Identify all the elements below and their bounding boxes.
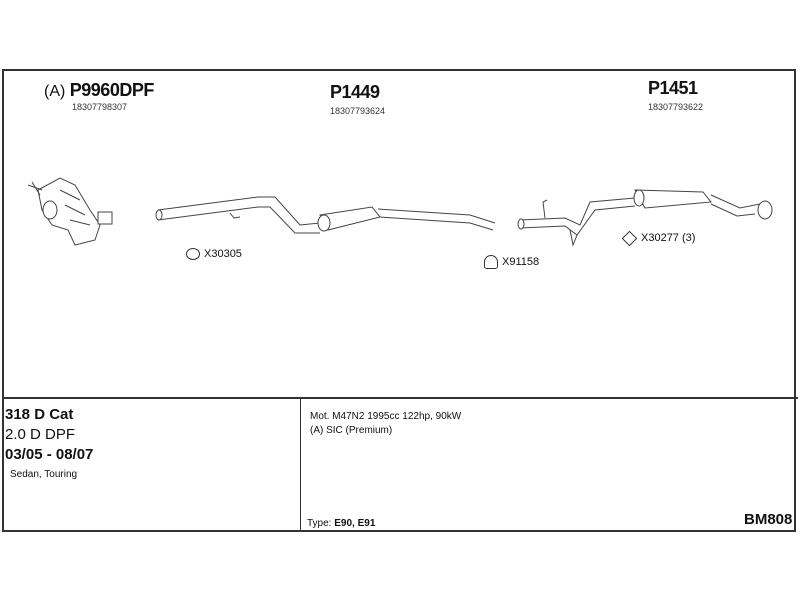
accessory-code: X30277 (3): [641, 232, 696, 244]
vehicle-years: 03/05 - 08/07: [5, 446, 94, 463]
vehicle-model: 318 D Cat: [5, 406, 74, 423]
part-label-dpf: (A) P9960DPF: [44, 80, 154, 101]
accessory-x91158: X91158: [484, 255, 539, 269]
vehicle-body: Sedan, Touring: [10, 469, 78, 480]
type-label: Type:: [307, 518, 332, 529]
type-value: E90, E91: [334, 518, 376, 529]
accessory-x30277: X30277 (3): [621, 230, 696, 246]
oe-number: 18307793622: [648, 102, 704, 112]
part-prefix: (A): [44, 83, 66, 100]
diagram-frame: [2, 69, 796, 532]
accessory-x30305: X30305: [186, 248, 242, 261]
part-number: P9960DPF: [69, 80, 155, 100]
vehicle-engine: 2.0 D DPF: [5, 426, 76, 443]
rubber-mount-icon: [621, 230, 638, 246]
divider: [2, 397, 798, 399]
accessory-code: X30305: [204, 248, 242, 260]
divider: [300, 398, 301, 532]
kit-code: BM808: [744, 511, 793, 528]
dpf-filter-drawing: [27, 177, 113, 246]
front-pipe-drawing: [155, 196, 496, 234]
type-line: Type: E90, E91: [307, 518, 375, 529]
accessory-code: X91158: [502, 255, 540, 268]
oe-number: 18307798307: [72, 102, 128, 112]
gasket-icon: [186, 248, 200, 261]
oe-number: 18307793624: [330, 106, 386, 116]
remark-note: (A) SIC (Premium): [310, 425, 393, 436]
motor-note: Mot. M47N2 1995cc 122hp, 90kW: [310, 411, 462, 422]
clamp-icon: [484, 255, 498, 269]
part-number: P1449: [330, 82, 380, 102]
rear-silencer-drawing: [517, 189, 773, 247]
part-number: P1451: [648, 78, 698, 98]
